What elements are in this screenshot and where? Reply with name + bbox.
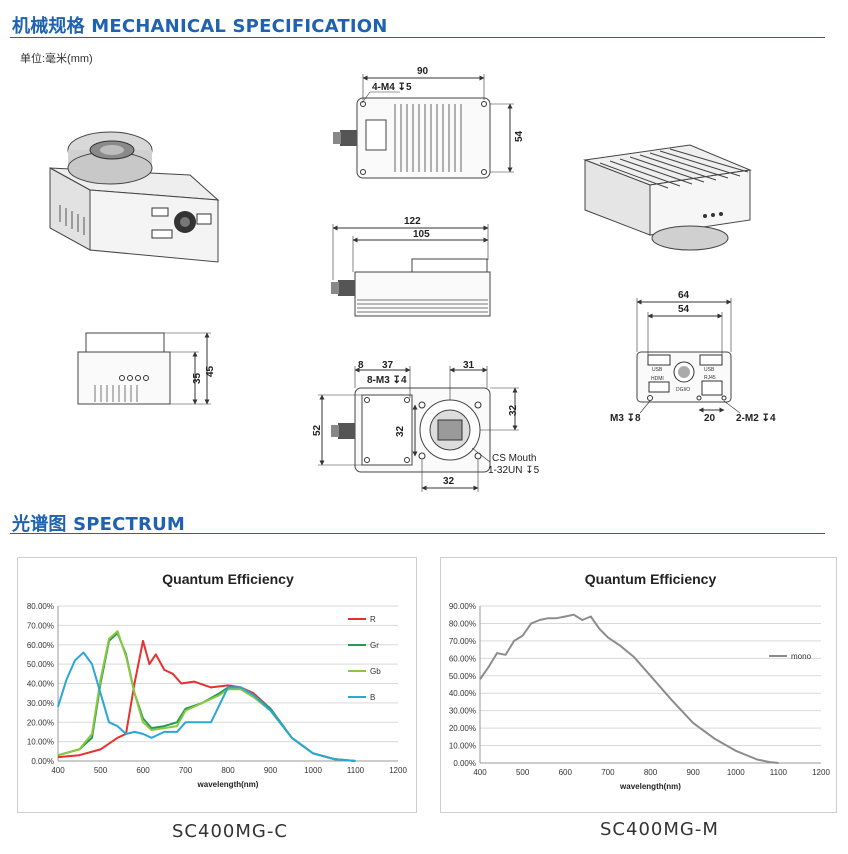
camera-connector-view (636, 298, 741, 414)
y-tick-label: 50.00% (27, 660, 54, 669)
dim-front-m3: 8-M3 ↧4 (367, 375, 407, 386)
legend-label: mono (791, 652, 812, 661)
dim-rear-m2: 2-M2 ↧4 (736, 413, 776, 424)
dim-front-32-right: 32 (508, 404, 519, 416)
dim-left-35: 35 (192, 372, 203, 384)
x-tick-label: 1200 (812, 768, 830, 777)
legend-label: B (370, 693, 375, 702)
camera-top-view (333, 74, 514, 179)
y-tick-label: 50.00% (449, 672, 476, 681)
dim-rear-54: 54 (678, 304, 690, 315)
dim-front-32-mid: 32 (395, 425, 406, 437)
y-tick-label: 60.00% (449, 654, 476, 663)
y-tick-label: 90.00% (449, 602, 476, 611)
y-tick-label: 0.00% (453, 759, 476, 768)
y-tick-label: 70.00% (449, 637, 476, 646)
x-tick-label: 500 (94, 766, 108, 775)
mechanical-drawings: 90 4-M4 ↧5 54 122 105 35 45 8 37 31 8-M3… (49, 66, 776, 492)
y-tick-label: 20.00% (27, 718, 54, 727)
series-line-mono (479, 613, 779, 764)
chart-title: Quantum Efficiency (585, 571, 717, 587)
section-divider (10, 533, 825, 534)
dim-front-31: 31 (463, 360, 475, 371)
x-tick-label: 700 (601, 768, 615, 777)
dim-rear-20: 20 (704, 413, 716, 424)
dim-front-8: 8 (358, 360, 364, 371)
y-tick-label: 80.00% (449, 619, 476, 628)
dim-top-width: 90 (417, 66, 429, 77)
dim-front-52: 52 (312, 424, 323, 436)
dim-top-hole: 4-M4 ↧5 (372, 82, 412, 93)
port-rj45-label: RJ45 (704, 375, 716, 381)
dim-front-37: 37 (382, 360, 394, 371)
dim-rear-m3: M3 ↧8 (610, 413, 641, 424)
y-tick-label: 80.00% (27, 602, 54, 611)
mechanical-spec-title: 机械规格 MECHANICAL SPECIFICATION (12, 16, 388, 37)
qe-chart-mono: Quantum Efficiency 0.00% 10.00% 20.00% 30.00… (440, 557, 837, 813)
port-usb2-label: USB (704, 367, 715, 373)
dim-top-height: 54 (514, 130, 525, 142)
x-axis-label: wavelength(nm) (619, 782, 681, 791)
x-tick-label: 400 (51, 766, 65, 775)
y-tick-label: 40.00% (27, 680, 54, 689)
dim-front-32-bottom: 32 (443, 476, 455, 487)
unit-note: 单位:毫米(mm) (20, 53, 93, 65)
x-tick-label: 900 (686, 768, 700, 777)
qe-chart-color: Quantum Efficiency 0.00% 10.00% 20.00% 30.00… (17, 557, 417, 813)
x-tick-label: 1100 (770, 768, 788, 777)
spectrum-title: 光谱图 SPECTRUM (12, 514, 185, 535)
camera-rear-left-view (77, 332, 211, 405)
x-tick-label: 900 (264, 766, 278, 775)
y-tick-label: 30.00% (27, 699, 54, 708)
dim-rear-64: 64 (678, 290, 690, 301)
label-cs-mouth: CS Mouth (492, 453, 536, 464)
legend-label: Gb (370, 667, 381, 676)
x-tick-label: 1200 (389, 766, 407, 775)
camera-side-view (331, 224, 491, 317)
x-tick-label: 800 (221, 766, 235, 775)
dim-left-45: 45 (205, 365, 216, 377)
y-tick-label: 30.00% (449, 707, 476, 716)
dim-side-105: 105 (413, 229, 430, 240)
label-cs-thread: 1-32UN ↧5 (488, 465, 540, 476)
dim-side-122: 122 (404, 216, 421, 227)
x-tick-label: 1100 (347, 766, 365, 775)
y-tick-label: 0.00% (31, 757, 54, 766)
y-tick-label: 20.00% (449, 724, 476, 733)
x-tick-label: 1000 (304, 766, 322, 775)
camera-front-view (318, 366, 519, 492)
camera-iso-front-view (49, 131, 220, 263)
camera-iso-rear-view (583, 144, 752, 251)
x-axis-label: wavelength(nm) (197, 780, 259, 789)
x-tick-label: 600 (559, 768, 573, 777)
x-tick-label: 1000 (727, 768, 745, 777)
y-tick-label: 10.00% (449, 742, 476, 751)
y-tick-label: 40.00% (449, 689, 476, 698)
x-tick-label: 600 (136, 766, 150, 775)
model-caption-color: SC400MG-C (172, 821, 288, 842)
model-caption-mono: SC400MG-M (600, 819, 719, 840)
legend-label: Gr (370, 641, 379, 650)
section-divider (10, 37, 825, 38)
y-tick-label: 70.00% (27, 621, 54, 630)
y-tick-label: 10.00% (27, 738, 54, 747)
x-tick-label: 700 (179, 766, 193, 775)
y-tick-label: 60.00% (27, 641, 54, 650)
chart-title: Quantum Efficiency (162, 571, 294, 587)
port-hdmi-label: HDMI (651, 376, 664, 382)
x-tick-label: 400 (473, 768, 487, 777)
series-line-b (57, 651, 356, 762)
x-tick-label: 800 (644, 768, 658, 777)
x-tick-label: 500 (516, 768, 530, 777)
port-dgio-label: DGI/O (676, 387, 690, 393)
port-usb-label: USB (652, 367, 663, 373)
legend-label: R (370, 615, 376, 624)
